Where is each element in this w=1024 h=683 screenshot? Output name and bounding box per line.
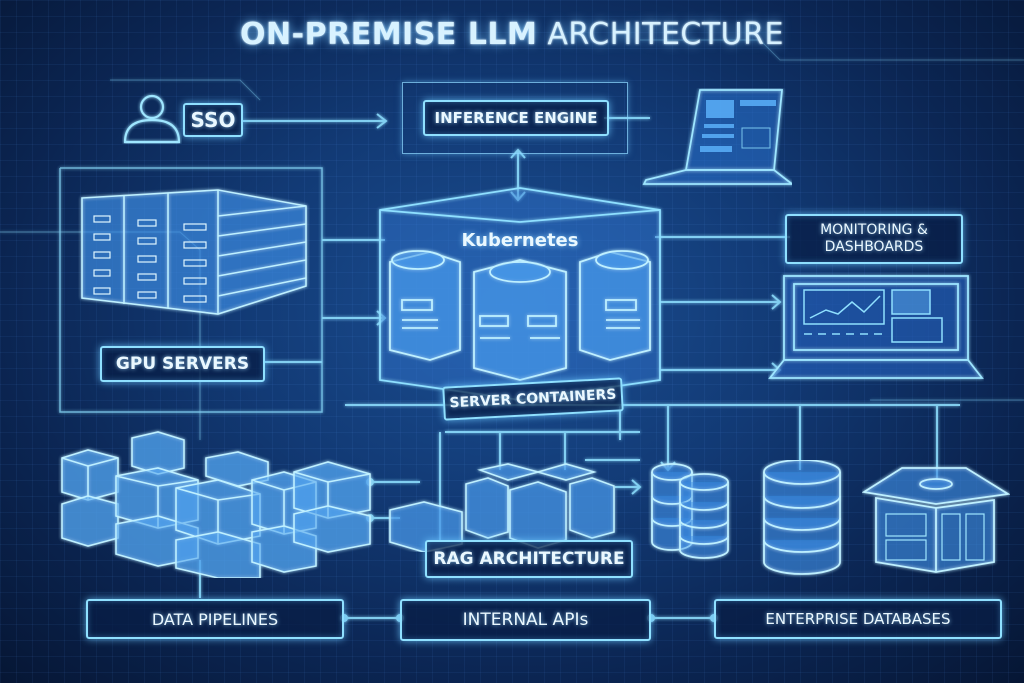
inference-frame xyxy=(402,82,628,154)
database-icons xyxy=(651,460,841,575)
monitoring-line-1: MONITORING & xyxy=(820,222,928,238)
database-icon-large xyxy=(763,460,841,575)
page-title: ON-PREMISE LLM ARCHITECTURE xyxy=(0,17,1024,52)
inference-engine-node[interactable]: INFERENCE ENGINE xyxy=(423,100,609,136)
enterprise-databases-node[interactable]: ENTERPRISE DATABASES xyxy=(714,599,1002,639)
sso-node[interactable]: SSO xyxy=(183,103,243,137)
kubernetes-label[interactable]: Kubernetes xyxy=(461,230,579,251)
title-bold: ON-PREMISE LLM xyxy=(240,17,538,52)
user-icon xyxy=(123,94,181,144)
dashboard-laptop-icon xyxy=(768,275,984,379)
database-icon-small-front xyxy=(679,473,729,559)
rag-architecture-node[interactable]: RAG ARCHITECTURE xyxy=(425,540,633,578)
kubernetes-cluster xyxy=(379,187,661,401)
rag-cluster-icon xyxy=(389,463,615,552)
monitoring-line-2: DASHBOARDS xyxy=(824,239,924,255)
gpu-servers-node[interactable]: GPU SERVERS xyxy=(100,346,265,382)
container-icon-left xyxy=(389,250,461,361)
warehouse-icon xyxy=(862,467,1010,573)
container-icon-right xyxy=(579,250,651,361)
container-icon-center xyxy=(473,259,567,381)
arrow-sso-inference xyxy=(376,113,388,129)
data-cubes-icon xyxy=(61,431,371,578)
monitoring-dashboards-node[interactable]: MONITORING & DASHBOARDS xyxy=(785,214,963,264)
data-pipelines-node[interactable]: DATA PIPELINES xyxy=(86,599,344,639)
server-rack-icon xyxy=(81,189,307,315)
internal-apis-node[interactable]: INTERNAL APIs xyxy=(400,599,651,641)
laptop-icon xyxy=(642,89,792,185)
title-light: ARCHITECTURE xyxy=(547,17,784,52)
